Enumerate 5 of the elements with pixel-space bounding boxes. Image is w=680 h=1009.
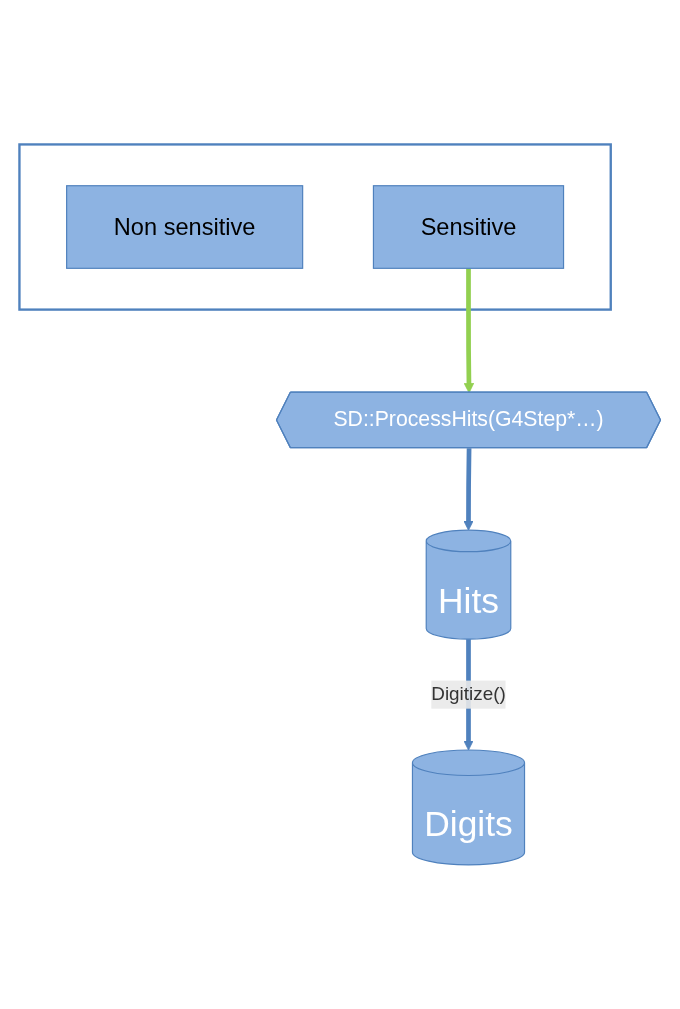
node-box: Non sensitive [66, 184, 304, 269]
node-box: Sensitive [372, 184, 565, 269]
arrow [463, 448, 474, 531]
cluster [18, 143, 612, 311]
edge-label: Digitize() [431, 683, 506, 704]
